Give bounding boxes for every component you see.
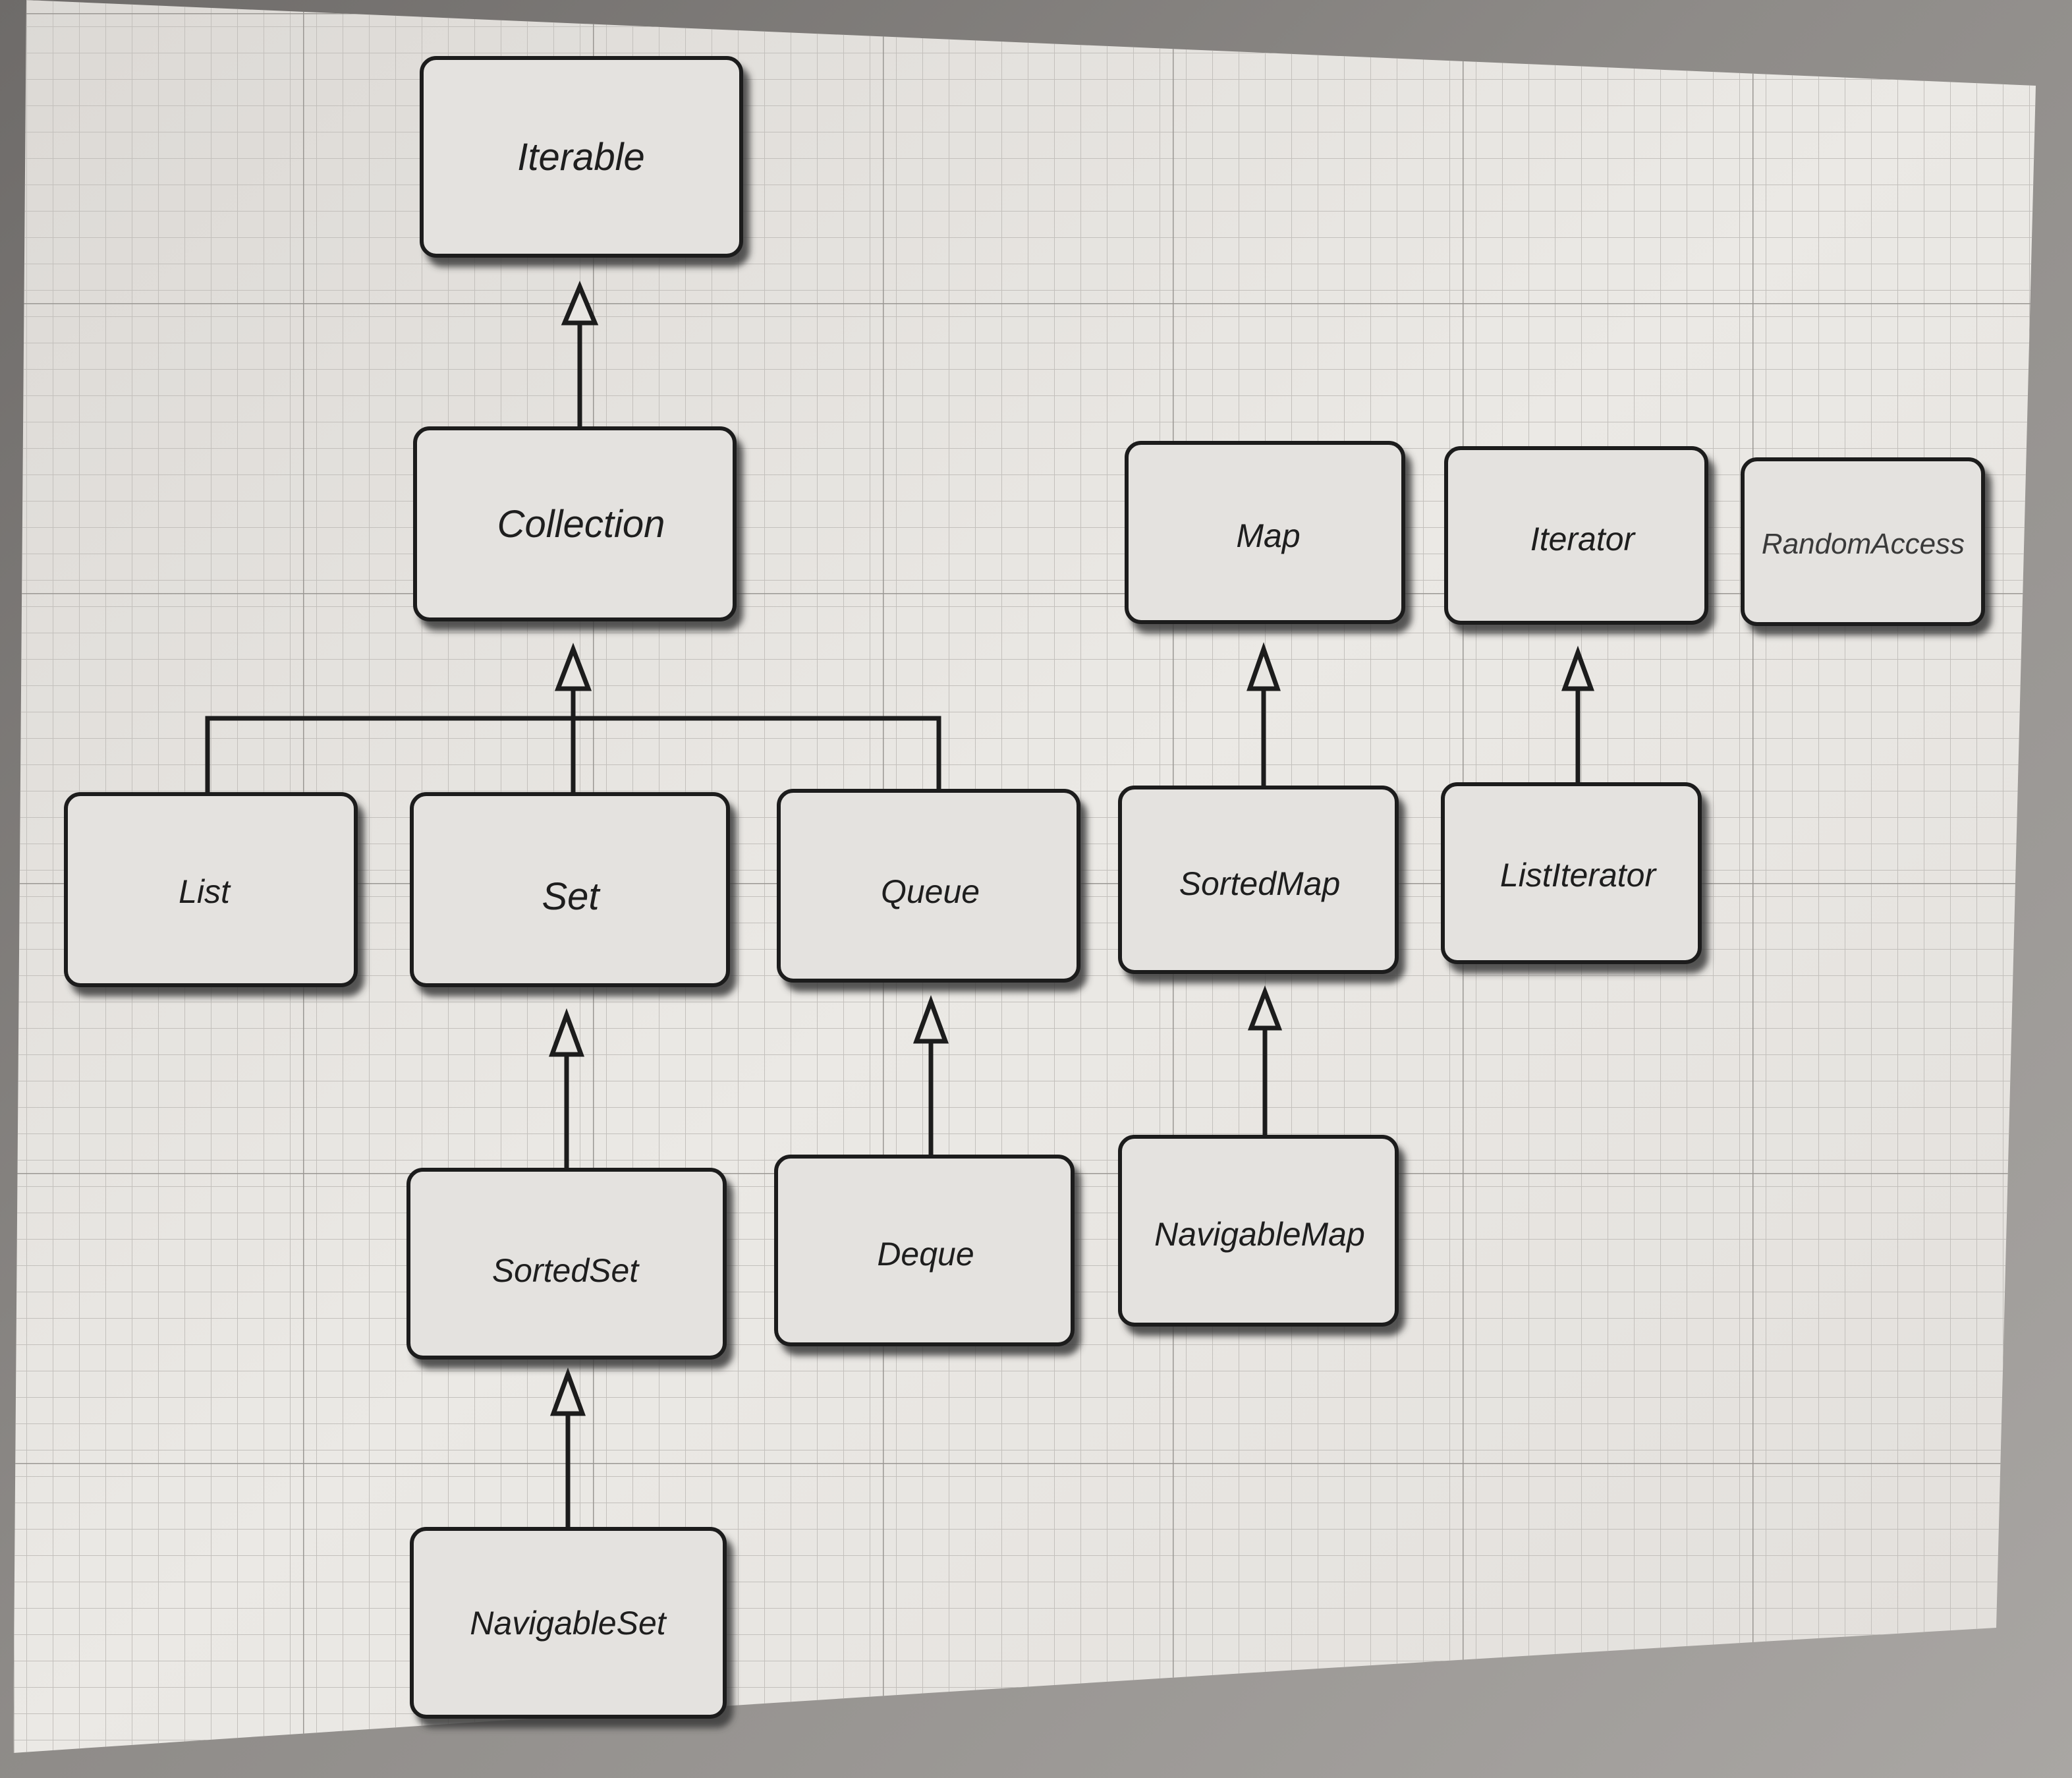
- arrowhead-to-sortedmap: [1247, 985, 1283, 1031]
- arrowheads: [548, 280, 1594, 1416]
- node-set: Set: [410, 792, 730, 987]
- arrowhead-to-iterator: [1561, 645, 1594, 691]
- node-list-label: List: [179, 873, 231, 910]
- node-set-label: Set: [542, 875, 601, 918]
- node-sorted-map: SortedMap: [1118, 786, 1399, 974]
- arrowhead-to-sortedset: [549, 1367, 586, 1416]
- node-sorted-set: SortedSet: [406, 1168, 727, 1360]
- node-iterable-label: Iterable: [517, 136, 644, 179]
- node-sorted-map-label: SortedMap: [1179, 865, 1341, 902]
- node-navigable-set: NavigableSet: [410, 1527, 727, 1719]
- node-list-iterator: ListIterator: [1441, 782, 1702, 964]
- node-iterable: Iterable: [420, 56, 743, 258]
- node-navigable-map: NavigableMap: [1118, 1135, 1399, 1327]
- node-list: List: [64, 792, 358, 987]
- arrowhead-to-iterable: [561, 280, 599, 326]
- node-map-label: Map: [1236, 517, 1300, 554]
- connector-lines: [205, 320, 1581, 1532]
- node-queue-label: Queue: [881, 873, 980, 910]
- node-navigable-set-label: NavigableSet: [470, 1605, 667, 1642]
- node-random-access-label: RandomAccess: [1762, 528, 1965, 560]
- node-collection-label: Collection: [497, 503, 665, 546]
- node-list-iterator-label: ListIterator: [1500, 857, 1658, 894]
- node-random-access: RandomAccess: [1741, 457, 1985, 626]
- node-deque-label: Deque: [877, 1236, 974, 1273]
- node-iterator-label: Iterator: [1530, 521, 1637, 558]
- node-queue: Queue: [777, 789, 1080, 983]
- arrowhead-to-map: [1246, 642, 1281, 691]
- node-deque: Deque: [774, 1155, 1075, 1346]
- arrowhead-to-set: [548, 1008, 585, 1057]
- arrowhead-to-queue: [912, 994, 949, 1044]
- node-map: Map: [1125, 441, 1405, 624]
- node-collection: Collection: [413, 426, 737, 621]
- arrowhead-to-collection: [554, 643, 592, 691]
- node-sorted-set-label: SortedSet: [492, 1252, 640, 1289]
- node-iterator: Iterator: [1444, 446, 1708, 625]
- node-navigable-map-label: NavigableMap: [1154, 1216, 1365, 1253]
